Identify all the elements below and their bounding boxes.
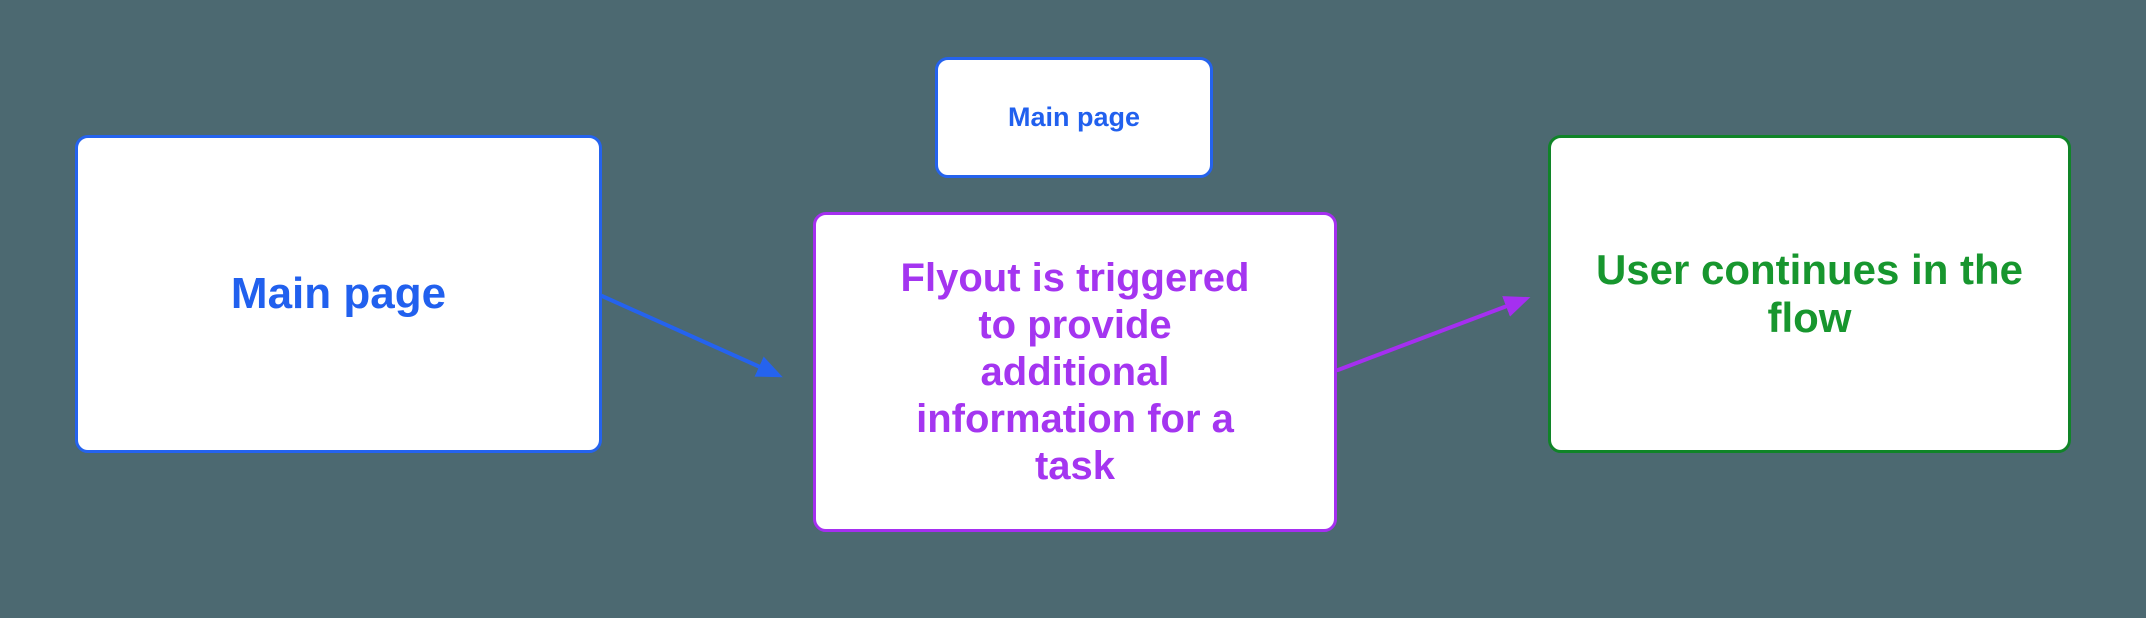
node-flyout[interactable]: Flyout is triggered to provide additiona… bbox=[813, 212, 1337, 532]
connector-flyout-to-continue[interactable] bbox=[1336, 296, 1531, 372]
node-main-page[interactable]: Main page bbox=[75, 135, 602, 453]
node-main-page-small-label: Main page bbox=[1007, 102, 1141, 132]
node-user-continues[interactable]: User continues in the flow bbox=[1548, 135, 2071, 453]
connector-main-to-flyout[interactable] bbox=[600, 294, 783, 378]
node-main-page-small[interactable]: Main page bbox=[935, 57, 1213, 178]
node-flyout-label: Flyout is triggered to provide additiona… bbox=[900, 255, 1250, 488]
node-user-continues-label: User continues in the flow bbox=[1595, 246, 2024, 341]
node-main-page-label: Main page bbox=[230, 269, 447, 318]
